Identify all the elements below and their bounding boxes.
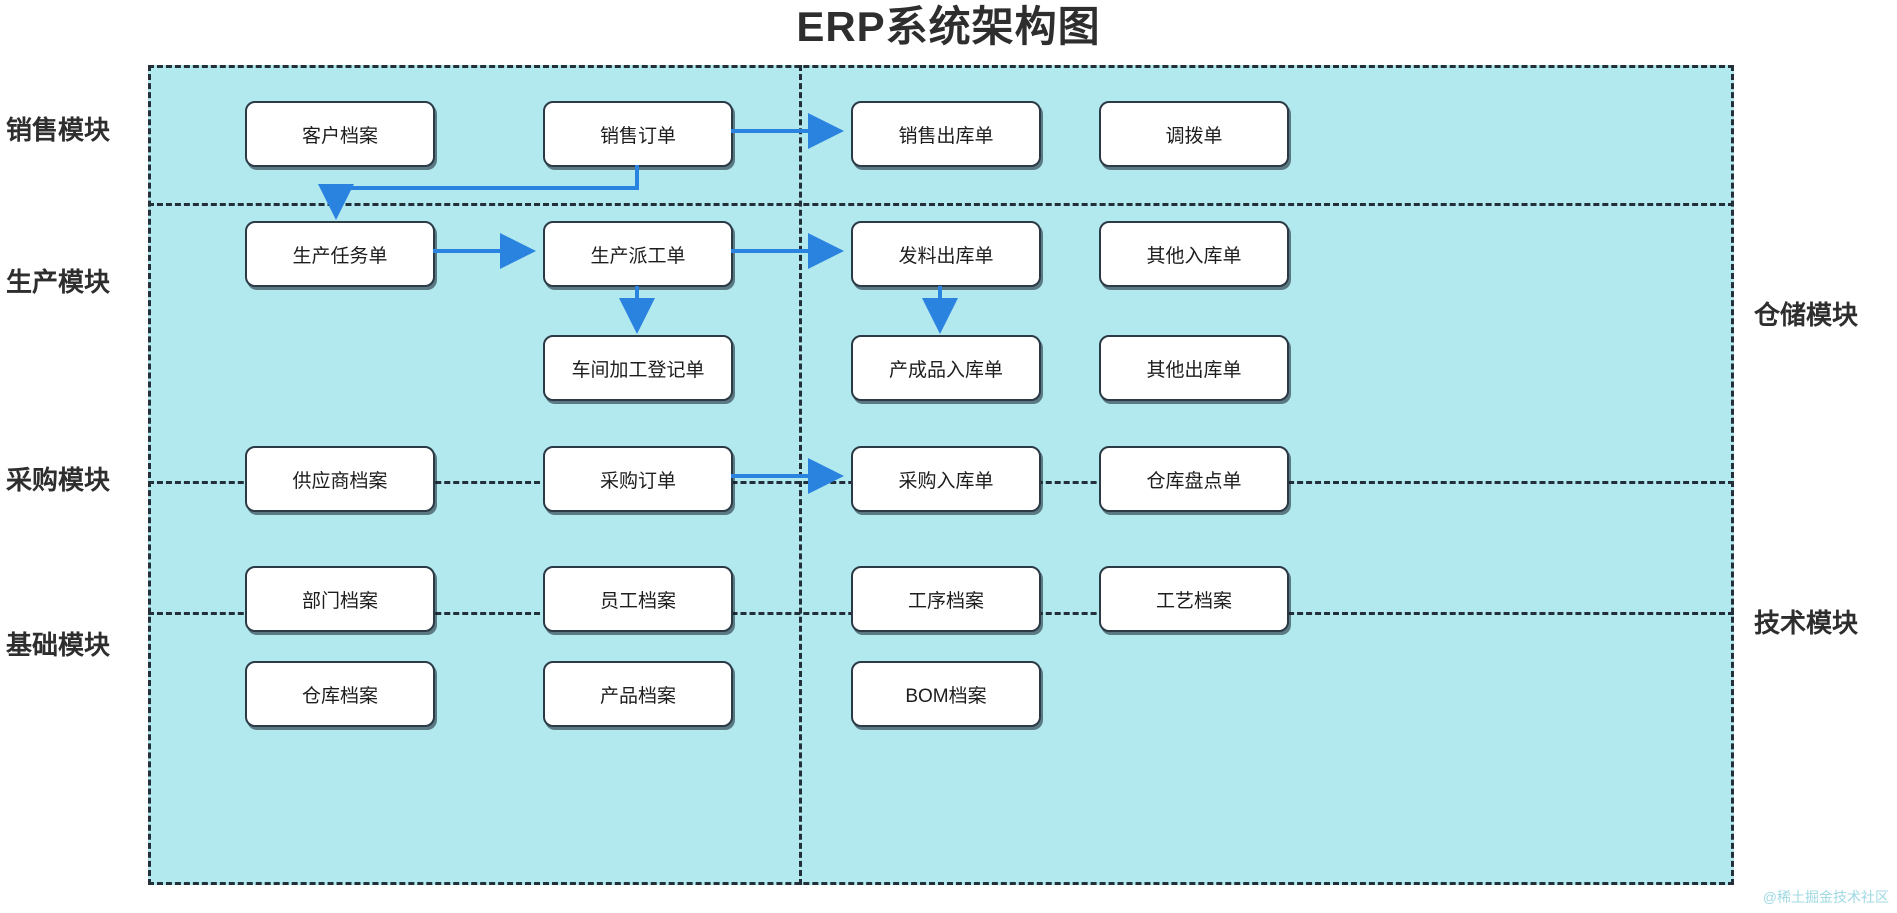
node-material-outbound[interactable]: 发料出库单 <box>851 221 1041 287</box>
node-label: 其他入库单 <box>1146 245 1242 267</box>
node-label: 工序档案 <box>907 590 984 612</box>
node-label: 调拨单 <box>1165 125 1223 147</box>
side-label-warehouse: 仓储模块 <box>1754 300 1859 330</box>
node-finished-inbound[interactable]: 产成品入库单 <box>851 335 1041 401</box>
node-label: 发料出库单 <box>898 245 994 267</box>
node-warehouse-file[interactable]: 仓库档案 <box>245 661 435 727</box>
node-label: 采购订单 <box>599 470 676 492</box>
node-craft-file[interactable]: 工艺档案 <box>1099 566 1289 632</box>
node-bom-file[interactable]: BOM档案 <box>851 661 1041 727</box>
node-label: 客户档案 <box>301 125 378 147</box>
node-label: BOM档案 <box>905 685 987 707</box>
diagram-frame: 客户档案 销售订单 销售出库单 调拨单生产任务单 生产派工单 发料出库单 其他入库单车间加工… <box>148 65 1734 885</box>
side-label-production: 生产模块 <box>6 267 111 297</box>
node-label: 产成品入库单 <box>888 359 1003 381</box>
node-product-file[interactable]: 产品档案 <box>543 661 733 727</box>
node-sales-order[interactable]: 销售订单 <box>543 101 733 167</box>
node-stocktaking-order[interactable]: 仓库盘点单 <box>1099 446 1289 512</box>
node-other-inbound[interactable]: 其他入库单 <box>1099 221 1289 287</box>
node-supplier-file[interactable]: 供应商档案 <box>245 446 435 512</box>
node-other-outbound[interactable]: 其他出库单 <box>1099 335 1289 401</box>
watermark: @稀土掘金技术社区 <box>1762 889 1889 905</box>
node-transfer-order[interactable]: 调拨单 <box>1099 101 1289 167</box>
node-label: 销售订单 <box>599 125 676 147</box>
node-customer-file[interactable]: 客户档案 <box>245 101 435 167</box>
node-label: 仓库盘点单 <box>1146 470 1242 492</box>
node-label: 采购入库单 <box>898 470 994 492</box>
node-workshop-record[interactable]: 车间加工登记单 <box>543 335 733 401</box>
node-label: 产品档案 <box>599 685 676 707</box>
node-purchase-inbound[interactable]: 采购入库单 <box>851 446 1041 512</box>
node-employee-file[interactable]: 员工档案 <box>543 566 733 632</box>
side-label-technology: 技术模块 <box>1754 608 1859 638</box>
node-sales-outbound[interactable]: 销售出库单 <box>851 101 1041 167</box>
page-title: ERP系统架构图 <box>796 3 1101 50</box>
node-department-file[interactable]: 部门档案 <box>245 566 435 632</box>
node-label: 车间加工登记单 <box>571 359 705 381</box>
node-label: 其他出库单 <box>1146 359 1242 381</box>
band-separator-sales-production <box>148 203 1734 206</box>
node-purchase-order[interactable]: 采购订单 <box>543 446 733 512</box>
node-label: 工艺档案 <box>1155 590 1232 612</box>
side-label-sales: 销售模块 <box>6 115 111 145</box>
node-label: 销售出库单 <box>898 125 994 147</box>
node-production-dispatch[interactable]: 生产派工单 <box>543 221 733 287</box>
node-process-file[interactable]: 工序档案 <box>851 566 1041 632</box>
node-production-task[interactable]: 生产任务单 <box>245 221 435 287</box>
node-label: 部门档案 <box>301 590 378 612</box>
side-label-purchasing: 采购模块 <box>6 465 111 495</box>
side-label-basic: 基础模块 <box>6 630 111 660</box>
node-label: 生产任务单 <box>292 245 388 267</box>
column-separator <box>799 65 802 885</box>
node-label: 生产派工单 <box>590 245 686 267</box>
node-label: 员工档案 <box>599 590 676 612</box>
node-label: 供应商档案 <box>292 470 388 492</box>
node-label: 仓库档案 <box>301 685 378 707</box>
